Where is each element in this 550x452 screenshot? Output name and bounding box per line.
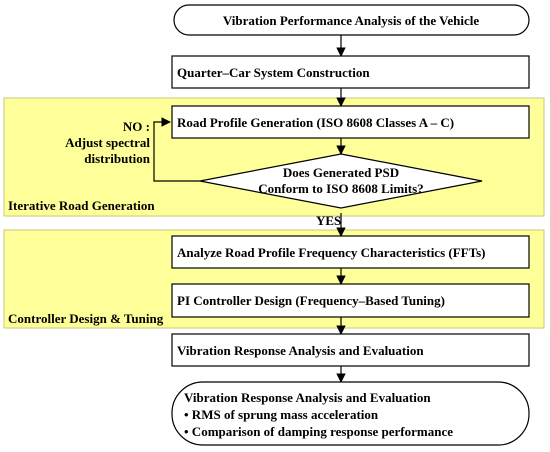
decision-label-line2: Conform to ISO 8608 Limits? <box>258 181 423 196</box>
road-profile-label: Road Profile Generation (ISO 8608 Classe… <box>177 115 454 130</box>
start-terminator-label: Vibration Performance Analysis of the Ve… <box>223 13 479 28</box>
decision-label-line1: Does Generated PSD <box>283 165 399 180</box>
quarter-car-box <box>171 55 530 89</box>
no-branch-label-line3: distribution <box>84 151 151 166</box>
road-profile-box <box>171 105 530 139</box>
pi-controller-label: PI Controller Design (Frequency–Based Tu… <box>177 293 445 308</box>
vibration-response-box <box>171 333 530 367</box>
psd-decision-diamond <box>199 153 483 209</box>
end-terminator-bullet-2: • Comparison of damping response perform… <box>184 424 453 439</box>
end-terminator-bullet-1: • RMS of sprung mass acceleration <box>184 407 379 422</box>
vibration-response-label: Vibration Response Analysis and Evaluati… <box>177 343 424 358</box>
start-terminator <box>173 4 530 36</box>
no-branch-label-line2: Adjust spectral <box>65 135 150 150</box>
controller-group-label: Controller Design & Tuning <box>8 311 164 326</box>
yes-branch-label: YES <box>316 213 341 228</box>
iterative-group-label: Iterative Road Generation <box>8 198 155 213</box>
fft-analysis-label: Analyze Road Profile Frequency Character… <box>177 245 485 260</box>
edge-decision-no-loop <box>153 117 200 182</box>
fft-analysis-box <box>171 235 530 269</box>
end-terminator <box>171 381 530 446</box>
end-terminator-title: Vibration Response Analysis and Evaluati… <box>184 390 431 405</box>
no-branch-label: NO : <box>123 119 150 134</box>
quarter-car-label: Quarter–Car System Construction <box>177 65 370 80</box>
pi-controller-box <box>171 283 530 318</box>
